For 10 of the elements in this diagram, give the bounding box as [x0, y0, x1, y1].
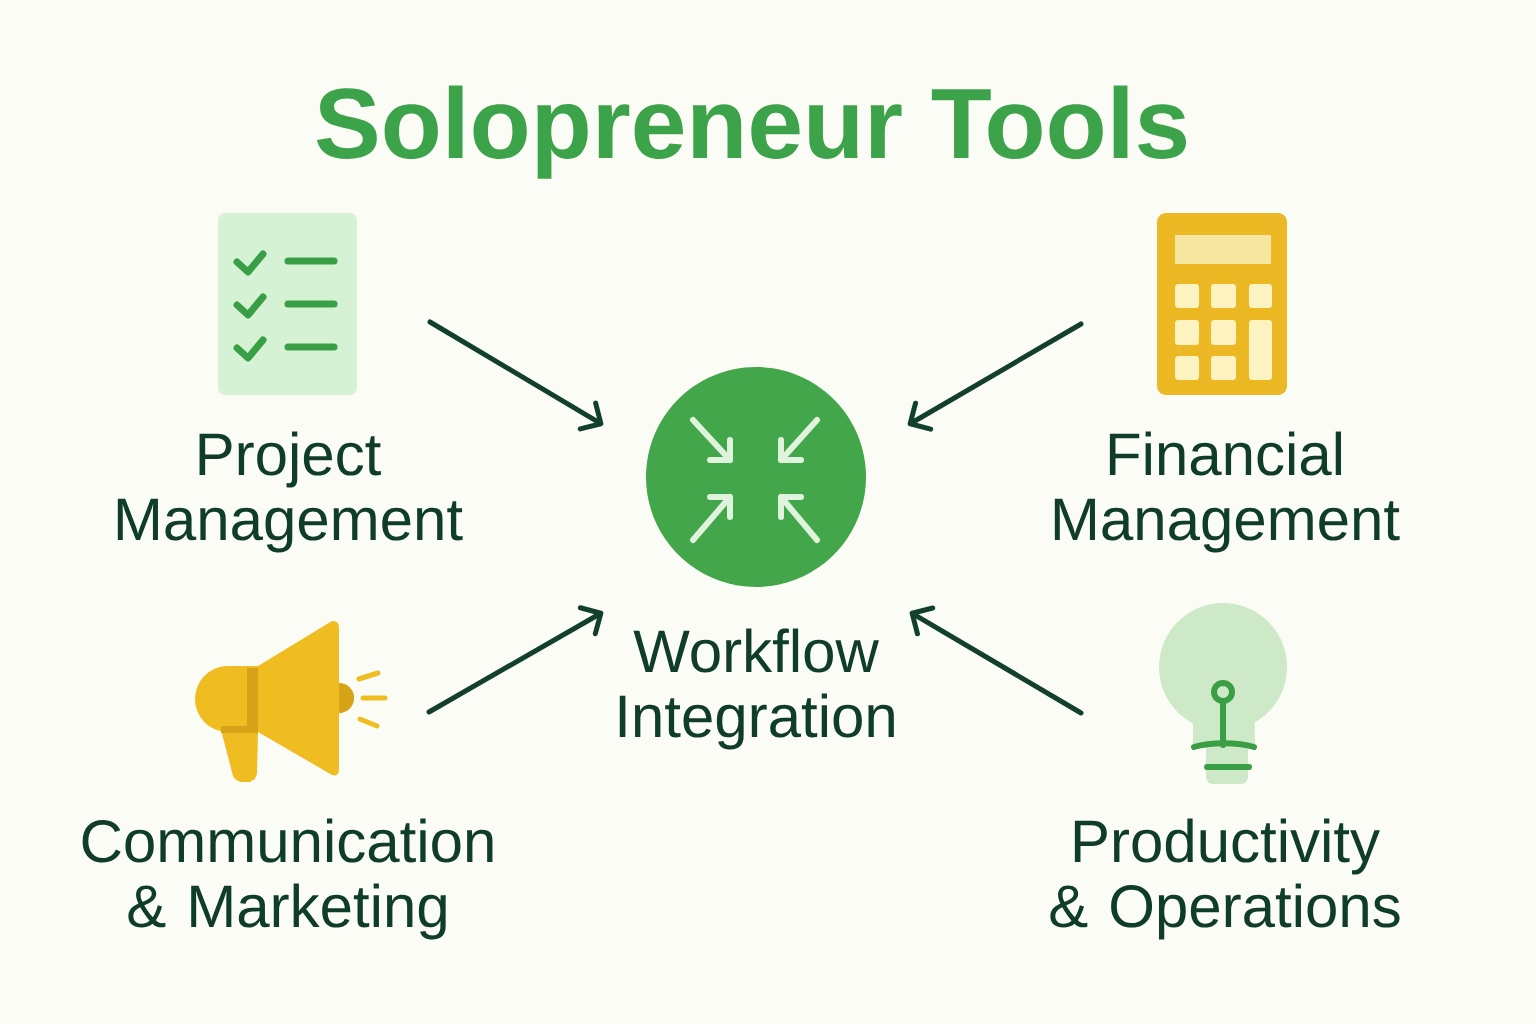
arrow [907, 321, 1084, 432]
hub-label: Workflow Integration [619, 628, 894, 750]
arrow [427, 319, 604, 432]
title: Solopreneur Tools [316, 85, 1187, 179]
category-label: Financial Management [1054, 431, 1400, 553]
category-label: Project Management [117, 431, 463, 553]
category-label: Communication & Marketing [82, 818, 493, 940]
arrow [426, 605, 604, 715]
arrow [909, 605, 1084, 716]
category-label: Productivity & Operations [1050, 818, 1400, 940]
